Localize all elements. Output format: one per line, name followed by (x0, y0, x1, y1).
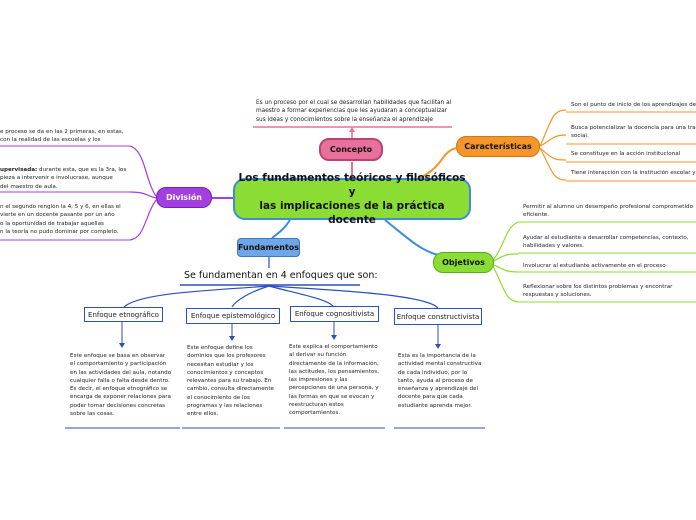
caracteristica-item: Son el punto de inicio de los aprendizaj… (571, 101, 696, 109)
enfoque-title: Enfoque cognositivista (294, 310, 375, 318)
division-label: División (165, 193, 203, 202)
enfoque-text-line: percepciones de una persona, y (289, 385, 379, 392)
caracteristica-item: Se constituye en la acción institucional (571, 150, 696, 158)
division-bold-text: upervisada: (0, 167, 38, 173)
caracteristicas-node[interactable]: Características (456, 136, 540, 157)
objetivo-text: eficiente. (523, 212, 549, 219)
enfoque-text-line: el comportamiento y participación (70, 361, 167, 368)
division-text: n la teoría no pudo dominar por completo… (0, 228, 119, 235)
division-text: n el segundo renglón la 4, 5 y 6, en ell… (0, 204, 121, 210)
objetivo-text: habilidades y valores. (523, 243, 584, 250)
concepto-description: Es un proceso por el cual se desarrollan… (256, 99, 456, 124)
enfoque-etnografico-node[interactable]: Enfoque etnográfico (84, 307, 163, 322)
enfoque-text-line: al derivar su función (289, 352, 347, 359)
objetivo-item: Permitir al alumno un desempeño profesio… (523, 203, 696, 220)
enfoque-etnografico-text: Este enfoque se basa en observar el comp… (70, 352, 182, 418)
enfoque-cognositivista-node[interactable]: Enfoque cognositivista (290, 306, 379, 322)
enfoque-text-line: relevantes para su trabajo. En (187, 378, 272, 385)
central-title-line2: las implicaciones de la práctica docente (259, 200, 445, 226)
division-item: n el segundo renglón la 4, 5 y 6, en ell… (0, 203, 130, 236)
caracteristicas-label: Características (464, 142, 532, 151)
enfoque-text-line: encarga de exponer relaciones para (70, 394, 171, 401)
enfoque-title: Enfoque epistemológico (190, 312, 276, 320)
caracteristica-text: Busca potencializar la docencia para una… (571, 125, 696, 131)
fundamentos-node[interactable]: Fundamentos (237, 238, 300, 257)
enfoque-text-line: en las actividades del aula, notando (70, 369, 172, 376)
enfoque-epistemologico-text: Este enfoque define los dominios que los… (187, 344, 282, 419)
enfoque-text-line: enseñanza y aprendizaje del (398, 386, 479, 393)
enfoque-constructivista-node[interactable]: Enfoque constructivista (394, 308, 482, 325)
objetivo-text: Involucrar al estudiante activamente en … (523, 263, 666, 269)
enfoque-text-line: entre ellos. (187, 411, 219, 418)
enfoque-title: Enfoque etnográfico (88, 310, 159, 319)
central-topic[interactable]: Los fundamentos teóricos y filosóficos y… (233, 172, 471, 226)
concepto-line: Es un proceso por el cual se desarrollan… (256, 100, 452, 106)
objetivos-node[interactable]: Objetivos (433, 252, 494, 273)
division-text: e proceso se da en las 2 primeras, en es… (0, 129, 124, 135)
enfoque-text-line: actividad mental constructiva (398, 361, 482, 368)
central-title-line1: Los fundamentos teóricos y filosóficos y (238, 172, 466, 198)
enfoque-text-line: directamente de la información, (289, 360, 379, 367)
division-text: o la oportunidad de trabajar aquellas (0, 220, 104, 227)
division-text: vierte en un docente pasante por un año (0, 212, 115, 219)
enfoque-text-line: docente para que cada (398, 394, 463, 401)
division-text: del maestro de aula. (0, 183, 58, 190)
enfoque-text-line: dominios que los profesores (187, 353, 266, 360)
caracteristica-text: Son el punto de inicio de los aprendizaj… (571, 102, 696, 108)
enfoque-text-line: las impresiones y las (289, 377, 348, 384)
enfoque-text-line: cambio, consulta directamente (187, 386, 274, 393)
enfoque-text-line: tanto, ayuda al proceso de (398, 377, 473, 384)
enfoque-text-line: las formas en que se evocan y (289, 393, 375, 400)
concepto-line: sus ideas y conocimientos sobre la enseñ… (256, 116, 433, 123)
enfoque-text-line: las actitudes, los pensamientos, (289, 368, 379, 375)
caracteristica-text: Tiene interacción con la institución esc… (571, 170, 696, 176)
objetivo-text: Reflexionar sobre los distintos problema… (523, 284, 673, 290)
enfoque-text-line: el conocimiento de los (187, 394, 250, 401)
enfoque-text-line: poder tomar decisiones concretas (70, 402, 166, 409)
enfoque-text-line: comportamientos. (289, 410, 341, 417)
objetivo-item: Reflexionar sobre los distintos problema… (523, 283, 696, 300)
enfoque-text-line: sobre las cosas. (70, 411, 115, 418)
caracteristica-item: Tiene interacción con la institución esc… (571, 169, 696, 177)
objetivos-label: Objetivos (442, 258, 485, 267)
fundamentos-heading: Se fundamentan en 4 enfoques que son: (184, 270, 378, 281)
division-item: e proceso se da en las 2 primeras, en es… (0, 128, 130, 145)
enfoque-text-line: Este enfoque se basa en observar (70, 353, 166, 359)
enfoque-text-line: de cada individuo, por lo (398, 369, 468, 376)
enfoque-text-line: Esta es la importancia de la (398, 353, 476, 359)
caracteristica-text: Se constituye en la acción institucional (571, 151, 681, 157)
division-node[interactable]: División (156, 187, 212, 208)
concepto-line: maestro a formar experiencias que les ay… (256, 108, 448, 115)
caracteristica-text: social. (571, 133, 589, 140)
enfoque-title: Enfoque constructivista (396, 312, 480, 321)
objetivo-text: Permitir al alumno un desempeño profesio… (523, 204, 693, 210)
objetivo-item: Ayudar al estudiante a desarrollar compe… (523, 234, 696, 251)
division-text: upervisada: durante esta, que es la 3ra,… (0, 166, 130, 174)
enfoque-text-line: reestructuran estos (289, 402, 344, 409)
enfoque-text-line: necesitan estudiar y los (187, 361, 254, 368)
concepto-node[interactable]: Concepto (319, 138, 383, 161)
enfoque-text-line: estudiante aprenda mejor. (398, 402, 472, 409)
fundamentos-label: Fundamentos (237, 243, 300, 252)
objetivo-text: Ayudar al estudiante a desarrollar compe… (523, 235, 689, 241)
caracteristica-item: Busca potencializar la docencia para una… (571, 124, 696, 141)
enfoque-epistemologico-node[interactable]: Enfoque epistemológico (186, 308, 280, 324)
enfoque-text-line: Este enfoque define los (187, 345, 253, 351)
objetivo-item: Involucrar al estudiante activamente en … (523, 262, 696, 270)
enfoque-cognositivista-text: Este explica el comportamiento al deriva… (289, 343, 385, 418)
enfoque-text-line: cualquier falla o falta desde dentro. (70, 377, 170, 384)
division-text: pieza a intervenir e involucrase, aunque (0, 175, 113, 182)
enfoque-text-line: Es decir, el enfoque etnográfico se (70, 386, 168, 393)
concepto-label: Concepto (329, 145, 373, 154)
enfoque-text-line: conocimientos y conceptos (187, 369, 264, 376)
objetivo-text: respuestas y soluciones. (523, 292, 592, 299)
enfoque-text-line: Este explica el comportamiento (289, 344, 378, 350)
division-text: con la realidad de las escuelas y los (0, 137, 101, 144)
enfoque-text-line: programas y las relaciones (187, 403, 263, 410)
division-item: upervisada: durante esta, que es la 3ra,… (0, 166, 130, 191)
division-text-rest: durante esta, que es la 3ra, los (37, 167, 127, 173)
enfoque-constructivista-text: Esta es la importancia de la actividad m… (398, 352, 490, 410)
